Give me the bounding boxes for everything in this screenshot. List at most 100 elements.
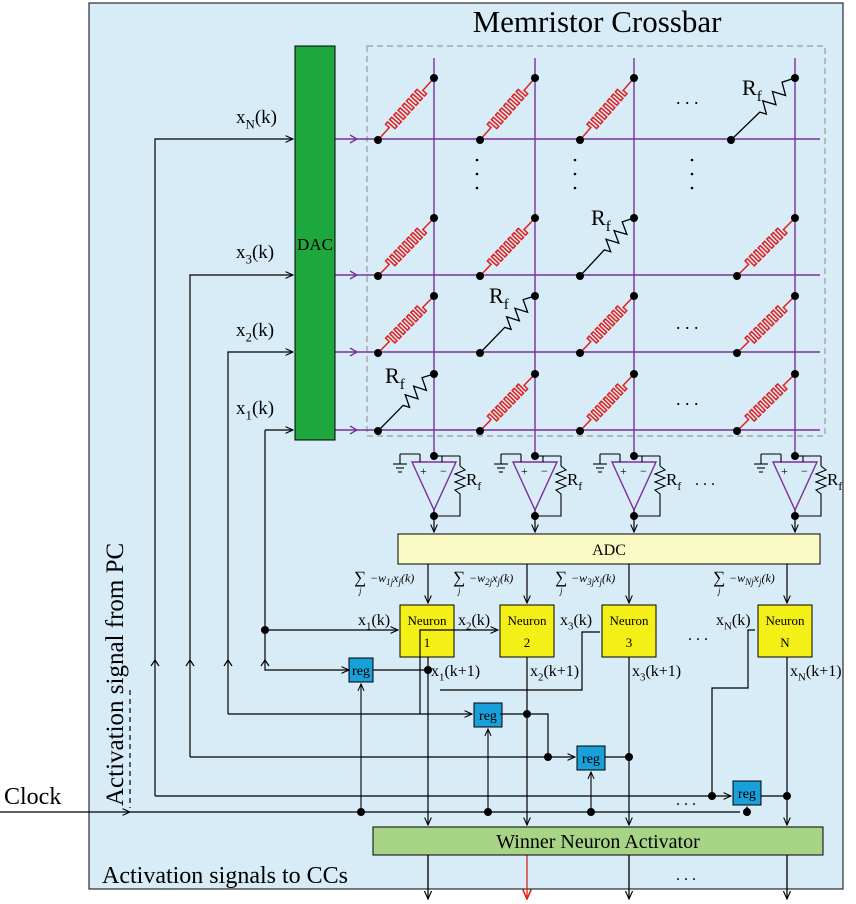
- fb-dot: [783, 792, 791, 800]
- rf-resistor-0-3: [727, 74, 799, 144]
- memristor-11: [733, 370, 799, 435]
- adc-label: ADC: [592, 542, 626, 559]
- input-label-0: xN(k): [236, 107, 277, 131]
- opamp-triangle: [410, 461, 458, 512]
- dac-label: DAC: [297, 235, 333, 254]
- reg-box: [732, 780, 762, 806]
- cell-dot: [476, 349, 484, 357]
- memristor-zigzag: [377, 217, 435, 277]
- memristor-zigzag: [579, 373, 635, 432]
- cell-dot: [791, 370, 799, 378]
- cell-dot: [531, 214, 539, 222]
- ellipsis-row0: . . .: [676, 88, 699, 108]
- feedback-resistor: [434, 465, 467, 517]
- neuron-output-label: x2(k+1): [530, 663, 579, 683]
- cell-dot: [531, 74, 539, 82]
- neuron-layer: ∑−w1jxj(k)jNeuron1x1(k)x1(k+1)reg∑−w2jxj…: [0, 139, 842, 899]
- cell-dot: [630, 214, 638, 222]
- dac-block: [294, 45, 336, 441]
- fb-neuronN-in: [711, 629, 755, 796]
- ellipsis-row2: . . .: [676, 313, 699, 333]
- neuron-sum-index: j: [457, 586, 461, 596]
- cell-dot: [430, 292, 438, 300]
- neuron-sum-symbol: ∑: [713, 568, 725, 587]
- opamp-3: +−Rf: [754, 452, 842, 532]
- memristor-0: [374, 74, 438, 144]
- vertical-ellipsis-1: [573, 158, 577, 162]
- resistor-zigzag: [479, 295, 536, 354]
- vertical-ellipsis-1: [573, 186, 577, 190]
- col-end-dot: [531, 452, 539, 460]
- opamp-1: +−Rf: [494, 452, 582, 532]
- vertical-ellipsis-2: [690, 158, 694, 162]
- row-arrow-0: [349, 134, 359, 144]
- neuron-sum-expr: −w1jxj(k): [370, 571, 414, 587]
- neuron-sum-symbol: ∑: [354, 568, 366, 587]
- rf-label-row0: Rf: [742, 75, 762, 105]
- memristor-zigzag: [377, 77, 435, 141]
- up-arrow-1: [185, 658, 195, 667]
- up-arrow-2: [223, 658, 233, 667]
- cell-dot: [476, 272, 484, 280]
- rf-resistor-1-2: [576, 214, 638, 280]
- memristor-zigzag: [579, 295, 635, 354]
- input-signals: xN(k)x3(k)x2(k)x1(k): [236, 107, 277, 422]
- cell-dot: [733, 427, 741, 435]
- vertical-ellipsis-1: [573, 172, 577, 176]
- neuron-sum-symbol: ∑: [453, 568, 465, 587]
- cell-dot: [374, 349, 382, 357]
- fb-x2-to-dac: [227, 352, 293, 714]
- cell-dot: [576, 349, 584, 357]
- opamp-minus: −: [440, 464, 447, 478]
- neuron-input-label: x3(k): [560, 612, 592, 632]
- output-ellipsis: . . .: [676, 867, 696, 884]
- reg-ellipsis: . . .: [676, 792, 696, 809]
- memristor-zigzag: [736, 217, 796, 277]
- neuron-output-label: x3(k+1): [632, 663, 681, 683]
- memristor-3: [374, 214, 438, 280]
- cell-dot: [733, 272, 741, 280]
- opamp-minus: −: [541, 464, 548, 478]
- rf-label-row3: Rf: [385, 363, 405, 393]
- cell-dot: [727, 136, 735, 144]
- opamp-minus: −: [801, 464, 808, 478]
- fb-x2-cross: [527, 713, 549, 757]
- memristor-8: [733, 292, 799, 357]
- opamp-minus: −: [640, 464, 647, 478]
- crossbar-title: Memristor Crossbar: [473, 4, 723, 39]
- vertical-ellipsis-2: [690, 186, 694, 190]
- winner-neuron-activator: [372, 826, 824, 856]
- col-end-dot: [630, 452, 638, 460]
- cell-dot: [476, 136, 484, 144]
- opamp-plus: +: [620, 464, 627, 478]
- row-arrow-3: [349, 425, 359, 435]
- memristor-zigzag: [377, 295, 435, 354]
- neuron-sum-expr: −w3jxj(k): [571, 571, 615, 587]
- memristor-zigzag: [736, 295, 796, 354]
- neuron-box: [601, 604, 657, 658]
- cell-dot: [430, 74, 438, 82]
- opamp-triangle: [511, 461, 559, 512]
- neuron-sum-index: j: [358, 586, 362, 596]
- cell-dot: [531, 370, 539, 378]
- neuron-sum-index: j: [717, 586, 721, 596]
- neuron-label: Neuron: [408, 613, 447, 628]
- up-arrow-3: [260, 658, 270, 667]
- opamp-triangle: [610, 461, 658, 512]
- reg-label: reg: [479, 709, 497, 724]
- cell-dot: [430, 214, 438, 222]
- fb-x1-to-reg: [264, 430, 349, 670]
- adc-block: [397, 533, 821, 565]
- memristor-zigzag: [479, 77, 536, 141]
- neuron-ellipsis: . . .: [688, 627, 708, 644]
- cell-dot: [576, 272, 584, 280]
- memristor-5: [733, 214, 799, 280]
- cell-dot: [374, 272, 382, 280]
- clock-dot: [743, 808, 751, 816]
- rf-label-row1: Rf: [591, 205, 611, 235]
- memristor-zigzag: [579, 77, 635, 141]
- neuron-number: 2: [524, 635, 531, 650]
- cell-dot: [630, 74, 638, 82]
- memristor-9: [476, 370, 539, 435]
